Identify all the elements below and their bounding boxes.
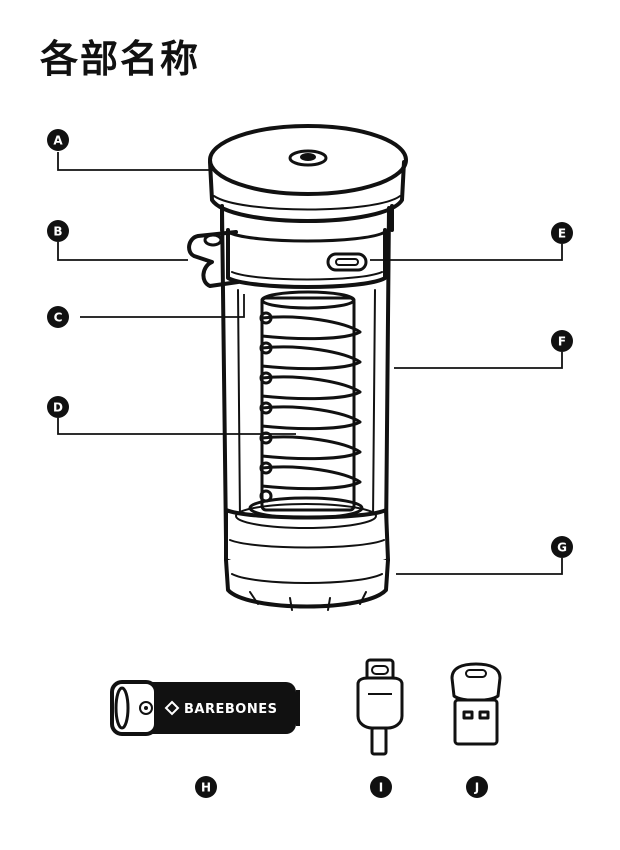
marker-d: D xyxy=(47,396,69,418)
inner-glass-edge xyxy=(237,289,376,521)
usb-c-port xyxy=(326,252,368,272)
page-title: 各部名称 xyxy=(40,37,201,81)
top-lid xyxy=(208,124,408,232)
svg-text:C: C xyxy=(54,311,63,325)
svg-text:J: J xyxy=(474,781,479,795)
leader-line-d xyxy=(57,418,296,435)
marker-i: I xyxy=(370,776,392,798)
svg-text:D: D xyxy=(53,401,63,415)
lantern-illustration xyxy=(187,124,408,611)
upper-collar xyxy=(226,228,387,289)
battery-illustration: BAREBONES xyxy=(110,680,300,736)
brand-diamond-icon xyxy=(164,700,180,716)
battery-brand-label: BAREBONES xyxy=(184,702,277,717)
marker-c: C xyxy=(47,306,69,328)
svg-text:F: F xyxy=(558,335,566,349)
marker-b: B xyxy=(47,220,69,242)
marker-g: G xyxy=(551,536,573,558)
leader-lines xyxy=(57,152,563,575)
top-button xyxy=(288,149,328,167)
leader-line-a xyxy=(57,152,212,171)
svg-text:A: A xyxy=(53,134,63,148)
leader-line-g xyxy=(396,558,563,575)
marker-f: F xyxy=(551,330,573,352)
usb-adapter-illustration xyxy=(450,662,502,746)
leader-line-b xyxy=(57,242,188,261)
marker-e: E xyxy=(551,222,573,244)
svg-text:G: G xyxy=(557,541,567,555)
marker-a: A xyxy=(47,129,69,151)
glass-globe xyxy=(220,206,391,542)
part-markers: A B C D E F G H xyxy=(47,129,573,798)
light-core xyxy=(259,290,362,512)
leader-line-e xyxy=(370,244,563,261)
hanging-hook xyxy=(187,230,240,288)
leader-line-f xyxy=(394,352,563,369)
svg-text:B: B xyxy=(53,225,62,239)
usb-c-cable-illustration xyxy=(356,658,404,756)
leader-line-c xyxy=(80,294,245,318)
svg-text:E: E xyxy=(558,227,566,241)
marker-h: H xyxy=(195,776,217,798)
svg-text:I: I xyxy=(379,781,383,795)
lantern-base xyxy=(224,496,390,611)
svg-text:H: H xyxy=(201,781,211,795)
spiral-filament xyxy=(259,311,362,503)
marker-j: J xyxy=(466,776,488,798)
